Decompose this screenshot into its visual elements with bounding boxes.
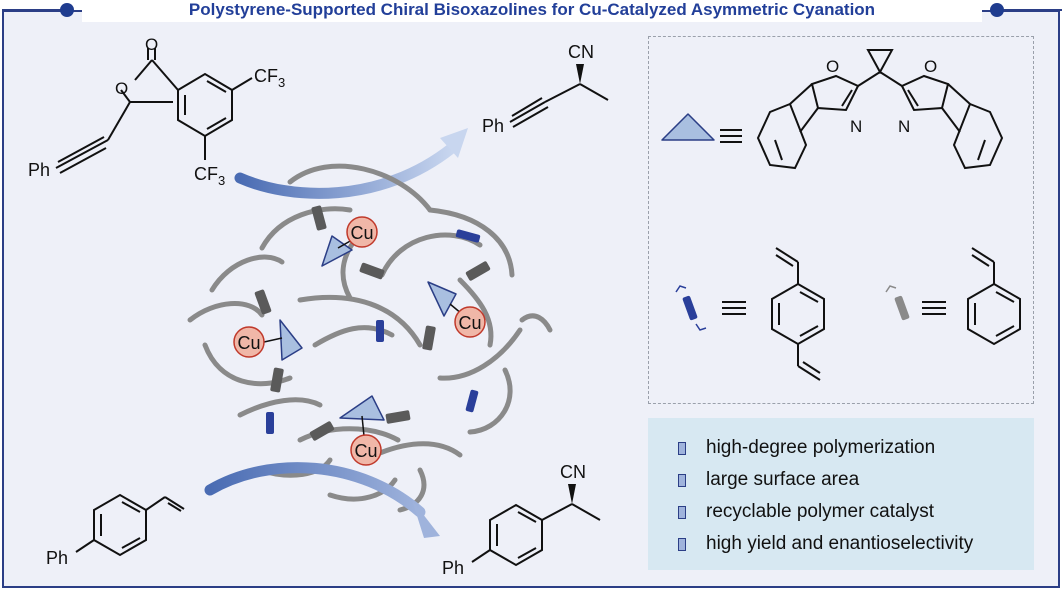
label-cn-top: CN xyxy=(568,42,594,62)
reaction-arrow-bottom-head xyxy=(412,500,440,538)
legend-equiv-3 xyxy=(922,301,946,315)
atom-o-left: O xyxy=(826,57,839,76)
bisoxazoline-structure xyxy=(756,49,1004,170)
substrate-vinylbiphenyl xyxy=(75,493,185,557)
features-panel: high-degree polymerization large surface… xyxy=(648,418,1034,570)
reaction-arrow-bottom xyxy=(204,462,426,518)
product-propargylic-nitrile xyxy=(509,83,609,128)
label-ph-product1: Ph xyxy=(482,116,504,136)
page-title: Polystyrene-Supported Chiral Bisoxazolin… xyxy=(188,0,876,19)
feature-bullet xyxy=(678,505,686,519)
polymer-network xyxy=(187,163,553,513)
title-background xyxy=(82,0,982,22)
label-ph-substrate2: Ph xyxy=(46,548,68,568)
legend-equiv-2 xyxy=(722,301,746,315)
legend-gray-linker-glyph xyxy=(885,285,910,321)
feature-text: large surface area xyxy=(706,469,860,490)
title-bar: Polystyrene-Supported Chiral Bisoxazolin… xyxy=(0,0,1064,22)
feature-item: high-degree polymerization xyxy=(678,435,935,461)
linkers-gray xyxy=(254,205,491,441)
feature-text: high yield and enantioselectivity xyxy=(706,533,974,554)
wedge-bond-bottom xyxy=(568,484,576,504)
legend-panel xyxy=(648,36,1034,404)
legend-equiv-1 xyxy=(720,129,742,143)
atom-o-ester: O xyxy=(115,79,128,98)
label-cf3-upper: CF3 xyxy=(254,66,285,90)
reaction-arrow-top xyxy=(234,142,458,199)
substrate-propargylic-ester xyxy=(55,48,253,174)
atom-n-right: N xyxy=(898,117,910,136)
cu-label-2: Cu xyxy=(458,313,481,333)
feature-text: high-degree polymerization xyxy=(706,437,936,458)
label-ph-substrate1: Ph xyxy=(28,160,50,180)
cu-box-complex-1: Cu xyxy=(321,216,378,267)
cu-label-3: Cu xyxy=(237,333,260,353)
legend-box-triangle xyxy=(661,113,715,141)
title-dot-right xyxy=(990,3,1004,17)
feature-bullet xyxy=(678,537,686,551)
feature-bullet xyxy=(678,473,686,487)
wedge-bond-top xyxy=(576,64,584,84)
label-ph-product2: Ph xyxy=(442,558,464,578)
cu-box-complex-2: Cu xyxy=(427,281,486,338)
feature-item: recyclable polymer catalyst xyxy=(678,499,934,525)
product-arylpropionitrile xyxy=(471,503,601,567)
title-dot-left xyxy=(60,3,74,17)
label-cn-bottom: CN xyxy=(560,462,586,482)
atom-o-carbonyl: O xyxy=(145,35,158,54)
cu-label-4: Cu xyxy=(354,441,377,461)
styrene-structure xyxy=(967,247,1021,346)
linkers-blue xyxy=(266,229,481,434)
cu-label-1: Cu xyxy=(350,223,373,243)
title-rule-left xyxy=(2,9,62,11)
reaction-arrow-top-head xyxy=(440,128,468,158)
legend-blue-linker-glyph xyxy=(675,285,707,331)
divinylbenzene-structure xyxy=(771,247,825,381)
feature-item: large surface area xyxy=(678,467,859,493)
atom-o-right: O xyxy=(924,57,937,76)
feature-text: recyclable polymer catalyst xyxy=(706,501,935,522)
cu-box-complex-3: Cu xyxy=(233,319,303,361)
feature-item: high yield and enantioselectivity xyxy=(678,531,973,557)
label-cf3-lower: CF3 xyxy=(194,164,225,188)
title-rule-right xyxy=(1000,9,1062,11)
feature-bullet xyxy=(678,441,686,455)
atom-n-left: N xyxy=(850,117,862,136)
cu-box-complex-4: Cu xyxy=(339,395,385,466)
